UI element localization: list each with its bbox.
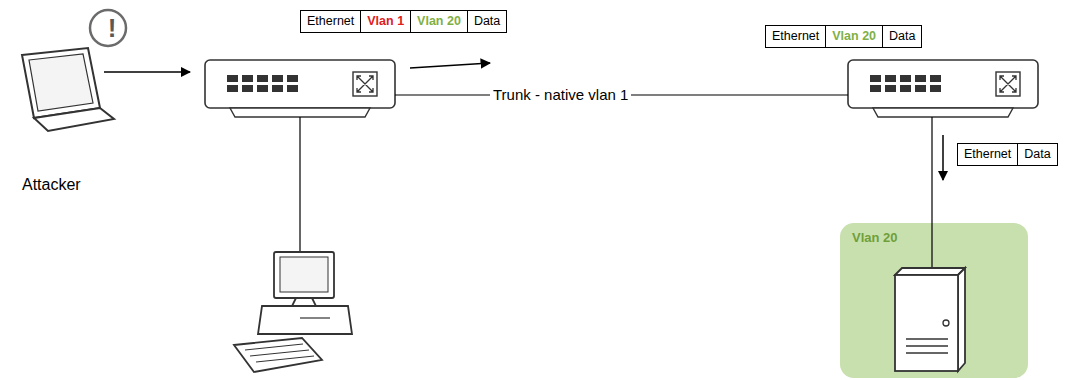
laptop-icon	[22, 48, 114, 131]
frame-field: Ethernet	[301, 11, 360, 32]
frame-field: Ethernet	[958, 144, 1017, 165]
vlan-zone: Vlan 20	[840, 223, 1028, 378]
frame-field: Vlan 20	[410, 11, 467, 32]
frame-field: Data	[1017, 144, 1056, 165]
frame-field: Vlan 1	[360, 11, 410, 32]
flow-arrow	[104, 71, 190, 73]
flow-arrow	[410, 63, 490, 68]
switch-icon	[848, 60, 1038, 117]
flow-arrow	[942, 135, 944, 180]
server-icon	[840, 223, 1020, 378]
frame-header: EthernetData	[957, 143, 1058, 166]
pc-icon	[234, 252, 352, 372]
frame-field: Ethernet	[766, 26, 825, 47]
frame-header: EthernetVlan 20Data	[765, 25, 922, 48]
frame-field: Data	[467, 11, 506, 32]
frame-field: Data	[882, 26, 921, 47]
frame-header: EthernetVlan 1Vlan 20Data	[300, 10, 507, 33]
access-link	[931, 117, 932, 223]
alert-circle: !	[88, 8, 136, 48]
alert-symbol: !	[88, 8, 136, 48]
access-link	[299, 117, 300, 252]
zone-title: Vlan 20	[840, 223, 1028, 252]
switch-icon	[205, 60, 395, 117]
device-label: Attacker	[22, 176, 81, 194]
frame-field: Vlan 20	[825, 26, 882, 47]
link-label: Trunk - native vlan 1	[490, 86, 631, 103]
